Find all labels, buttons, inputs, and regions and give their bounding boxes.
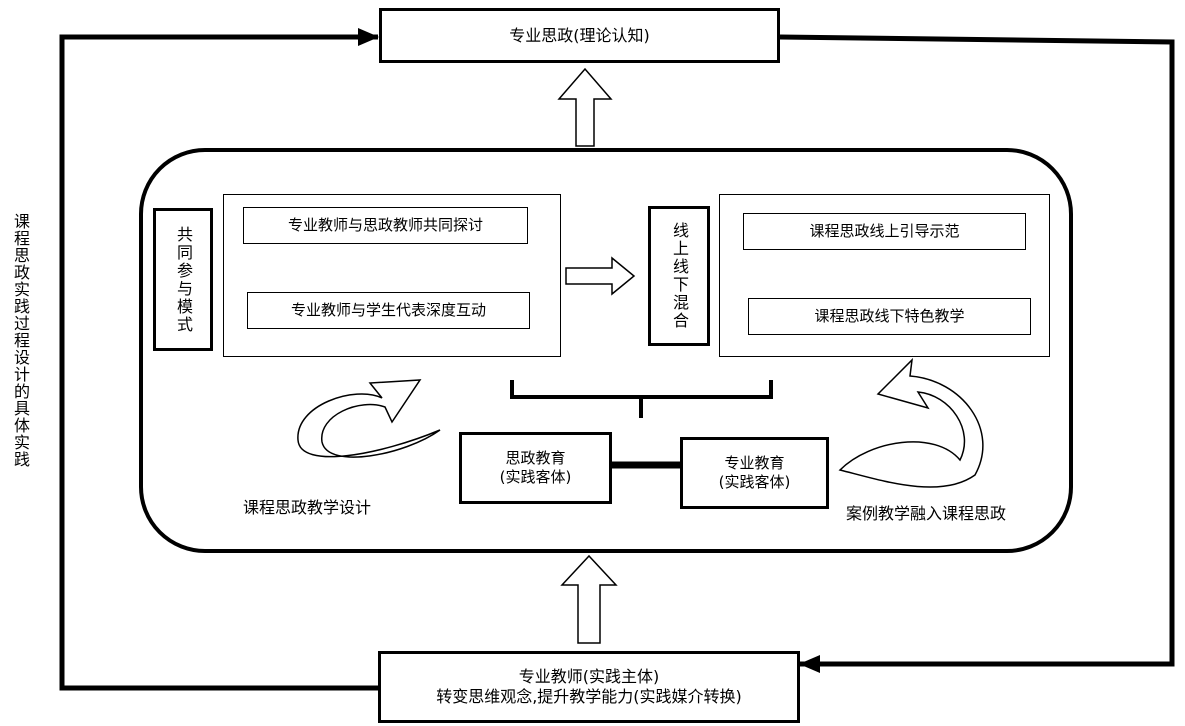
ideology-education-title: 思政教育	[505, 449, 566, 467]
right-curved-arrow	[838, 357, 984, 488]
left-item-1: 专业教师与思政教师共同探讨	[243, 207, 528, 244]
ideology-education-box: 思政教育 (实践客体)	[459, 432, 612, 504]
up-arrow-from-bottom	[560, 554, 618, 644]
right-item-1-label: 课程思政线上引导示范	[809, 222, 960, 240]
outer-loop-right-line	[779, 34, 1175, 667]
right-curve-label: 案例教学融入课程思政	[846, 504, 1007, 523]
ideology-education-subtitle: (实践客体)	[499, 468, 572, 486]
bottom-box-subtitle: 转变思维观念,提升教学能力(实践媒介转换)	[436, 687, 742, 706]
left-item-1-label: 专业教师与思政教师共同探讨	[287, 216, 483, 234]
bottom-box-title: 专业教师(实践主体)	[518, 667, 660, 686]
left-curved-arrow	[297, 379, 441, 458]
outer-loop-left-arrowhead	[358, 28, 379, 46]
mixed-mode-box: 线上线下混合	[648, 206, 710, 346]
bracket	[510, 380, 773, 418]
top-box-label: 专业思政(理论认知)	[509, 25, 650, 45]
left-curve-label: 课程思政教学设计	[243, 498, 372, 517]
professional-education-subtitle: (实践客体)	[718, 473, 791, 491]
professional-education-title: 专业教育	[724, 454, 785, 472]
up-arrow-to-top	[557, 67, 613, 147]
inner-frame	[139, 148, 1073, 553]
right-item-2-label: 课程思政线下特色教学	[814, 307, 965, 325]
top-box: 专业思政(理论认知)	[379, 8, 780, 63]
mixed-mode-label: 线上线下混合	[670, 222, 689, 330]
side-label: 课程思政实践过程设计的具体实践	[11, 213, 30, 468]
professional-education-box: 专业教育 (实践客体)	[680, 437, 829, 509]
left-vertical-label-box: 共同参与模式	[153, 208, 213, 351]
right-item-1: 课程思政线上引导示范	[743, 213, 1026, 250]
outer-loop-left-line	[59, 34, 378, 691]
left-item-2: 专业教师与学生代表深度互动	[247, 292, 530, 329]
bottom-box: 专业教师(实践主体) 转变思维观念,提升教学能力(实践媒介转换)	[378, 651, 800, 723]
right-item-2: 课程思政线下特色教学	[748, 298, 1031, 335]
left-item-2-label: 专业教师与学生代表深度互动	[290, 301, 486, 319]
right-arrow-to-mixed	[565, 256, 636, 296]
outer-loop-right-arrowhead	[799, 655, 820, 673]
left-vertical-label: 共同参与模式	[174, 225, 193, 334]
